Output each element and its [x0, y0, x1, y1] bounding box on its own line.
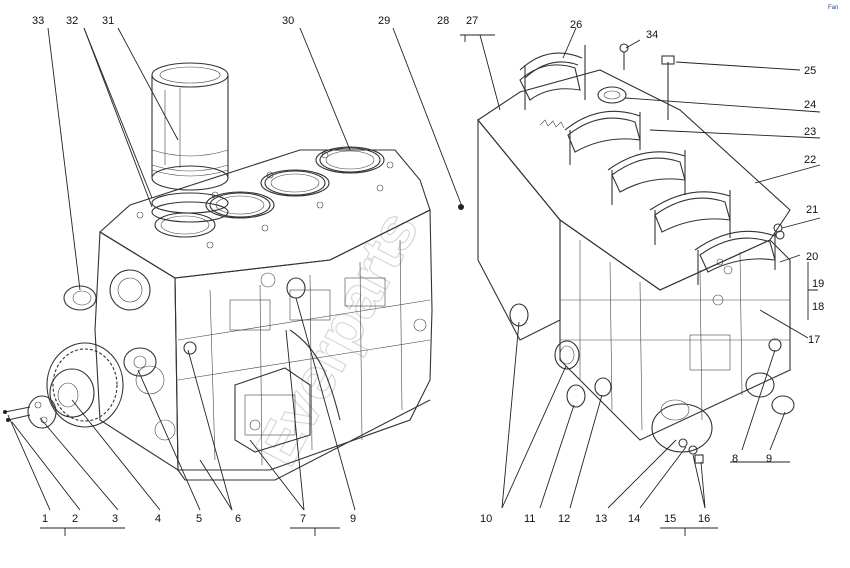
gear-bolts [3, 406, 31, 422]
cup-plugs-10 [509, 303, 580, 370]
timing-gear [46, 342, 124, 428]
callout-3: 3 [112, 513, 118, 525]
callout-18: 18 [812, 301, 824, 313]
callout-9-left: 9 [350, 513, 356, 525]
cylinder-head-gasket-rings [205, 146, 385, 219]
callout-17: 17 [808, 334, 820, 346]
plug-28-29 [458, 204, 464, 210]
fittings-14-16 [678, 438, 704, 464]
callout-7: 7 [300, 513, 306, 525]
plug-11 [566, 384, 586, 408]
cup-plug-left [63, 285, 97, 311]
cylinder-liner [151, 62, 229, 191]
callout-27: 27 [466, 15, 478, 27]
cover-13 [651, 399, 713, 453]
leader-lines [7, 27, 821, 529]
callout-16: 16 [698, 513, 710, 525]
callout-13: 13 [595, 513, 607, 525]
callout-30: 30 [282, 15, 294, 27]
callout-9-right: 9 [766, 453, 772, 465]
callout-19: 19 [812, 278, 824, 290]
corner-mark: Fan [828, 5, 838, 11]
callout-22: 22 [804, 154, 816, 166]
seal-8 [771, 395, 795, 415]
right-engine-block [477, 45, 791, 441]
seal-12 [594, 377, 612, 397]
callout-34: 34 [646, 29, 658, 41]
liner-o-rings [151, 192, 229, 223]
callout-8: 8 [732, 453, 738, 465]
callout-12: 12 [558, 513, 570, 525]
callout-26: 26 [570, 19, 582, 31]
plug-6 [183, 341, 197, 355]
bolt-34 [619, 43, 629, 70]
callout-21: 21 [806, 204, 818, 216]
callout-4: 4 [155, 513, 161, 525]
oil-cooler-housing [234, 367, 311, 453]
thrust-plate [27, 395, 57, 429]
callout-32: 32 [66, 15, 78, 27]
callout-20: 20 [806, 251, 818, 263]
callout-5: 5 [196, 513, 202, 525]
callout-33: 33 [32, 15, 44, 27]
callout-2: 2 [72, 513, 78, 525]
idler-bracket [123, 347, 157, 377]
callout-23: 23 [804, 126, 816, 138]
callout-24: 24 [804, 99, 816, 111]
callout-11: 11 [524, 513, 535, 525]
callout-14: 14 [628, 513, 640, 525]
callout-labels: 1 2 3 4 5 6 7 9 10 11 12 13 14 15 16 8 9… [32, 15, 824, 525]
callout-28: 28 [437, 15, 449, 27]
callout-1: 1 [42, 513, 48, 525]
callout-31: 31 [102, 15, 114, 27]
callout-29: 29 [378, 15, 390, 27]
callout-10: 10 [480, 513, 492, 525]
callout-25: 25 [804, 65, 816, 77]
callout-6: 6 [235, 513, 241, 525]
callout-15: 15 [664, 513, 676, 525]
